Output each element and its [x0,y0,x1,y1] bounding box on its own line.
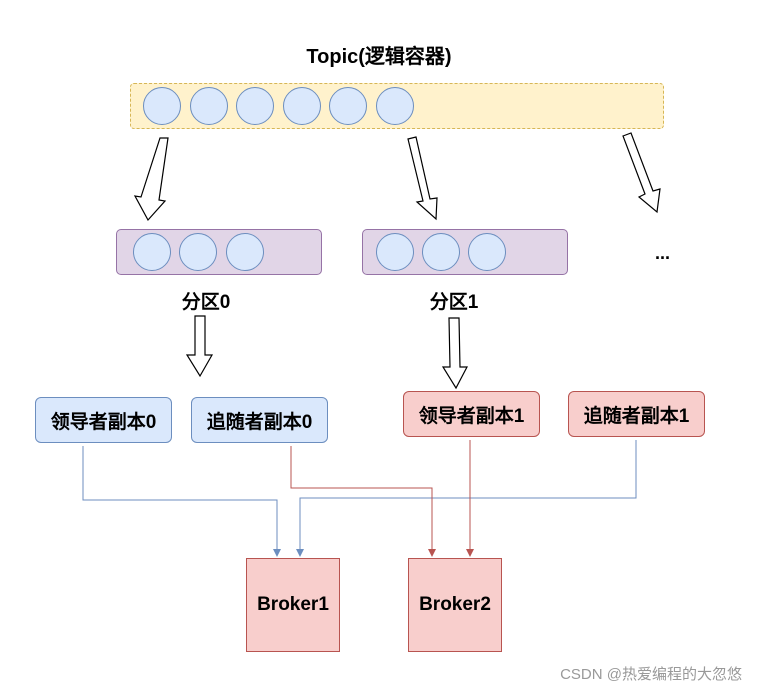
partition-0-message [226,233,264,271]
partition-0-label: 分区0 [181,292,231,313]
broker-1: Broker1 [246,558,340,652]
arrow-partition1-to-replica [441,317,468,390]
leader-replica-0: 领导者副本0 [35,397,172,443]
follower-replica-1: 追随者副本1 [568,391,705,437]
partition-1-message [376,233,414,271]
partition-1-label: 分区1 [429,292,479,313]
topic-message [283,87,321,125]
partition-0-message [133,233,171,271]
topic-message [329,87,367,125]
arrow-topic-to-ellipsis [622,132,661,214]
partition-1-message [468,233,506,271]
topic-message [143,87,181,125]
partition-0-message [179,233,217,271]
watermark: CSDN @热爱编程的大忽悠 [560,666,742,683]
line-follower1-to-broker1 [296,440,637,557]
more-partitions-ellipsis: ... [655,243,671,263]
line-follower0-to-broker2 [290,446,436,557]
line-leader0-to-broker1 [82,446,281,557]
arrow-topic-to-partition0 [133,137,169,222]
topic-title: Topic(逻辑容器) [306,46,452,68]
arrow-partition0-to-replica [185,315,214,378]
topic-message [376,87,414,125]
arrow-topic-to-partition1 [407,136,438,221]
follower-replica-0: 追随者副本0 [191,397,328,443]
broker-2: Broker2 [408,558,502,652]
topic-message [236,87,274,125]
partition-1-message [422,233,460,271]
leader-replica-1: 领导者副本1 [403,391,540,437]
topic-message [190,87,228,125]
